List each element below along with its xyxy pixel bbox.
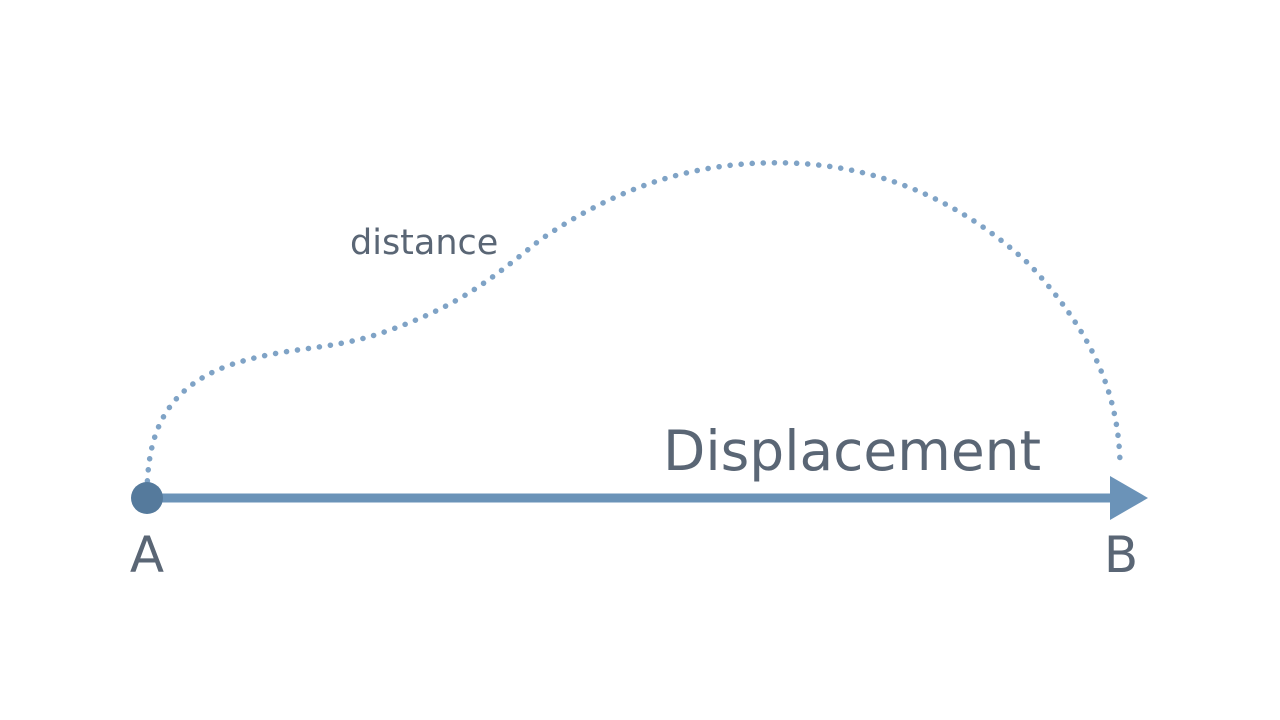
- displacement-arrowhead: [1110, 476, 1148, 520]
- point-a-label: A: [130, 526, 164, 584]
- displacement-label: Displacement: [663, 419, 1041, 483]
- point-b-label: B: [1104, 526, 1138, 584]
- distance-label: distance: [350, 223, 498, 263]
- distance-path: [144, 160, 1123, 495]
- start-point-dot: [131, 482, 163, 514]
